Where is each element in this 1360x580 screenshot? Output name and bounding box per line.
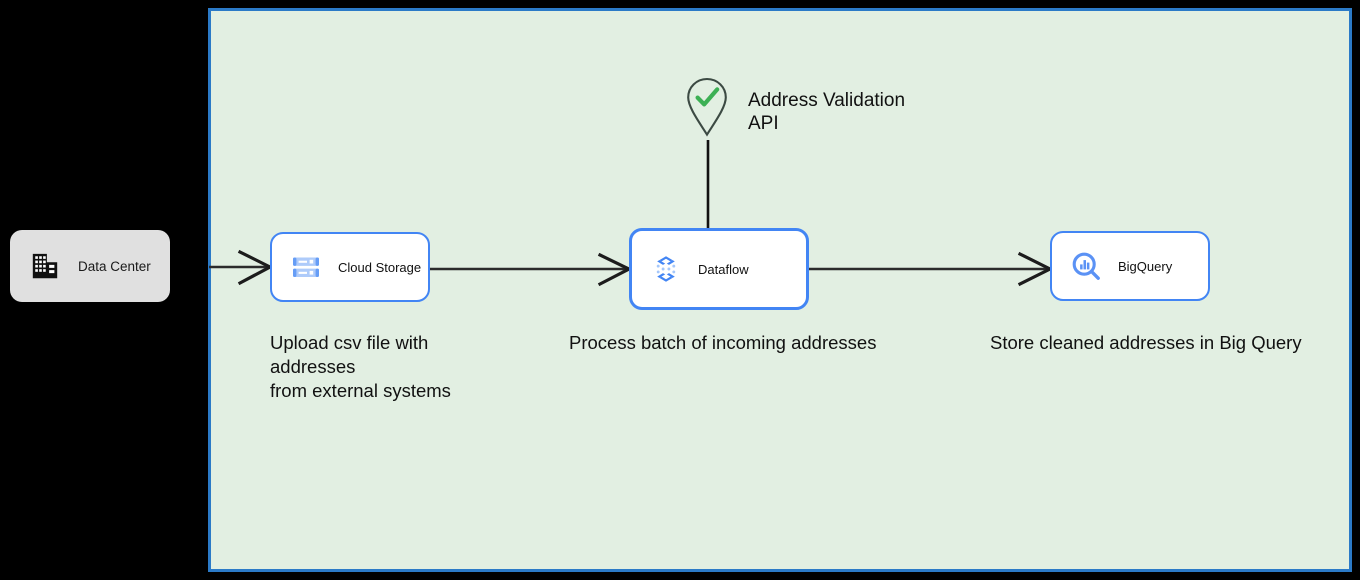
api-label-line1: Address Validation (748, 90, 906, 111)
caption-cloud-storage-line2: from external systems (270, 380, 451, 401)
map-pin-check-icon (687, 77, 727, 137)
node-data-center[interactable]: Data Center (10, 230, 170, 302)
caption-cloud-storage: Upload csv file with addresses from exte… (270, 331, 455, 403)
node-address-validation-api[interactable]: Address Validation API (684, 76, 905, 138)
bigquery-magnifier-icon (1072, 252, 1100, 280)
address-validation-api-label: Address Validation API (748, 89, 905, 135)
dataflow-icon (656, 256, 676, 282)
bigquery-label: BigQuery (1118, 258, 1173, 274)
cloud-storage-label: Cloud Storage (338, 259, 422, 275)
data-center-building-icon (32, 253, 58, 279)
node-dataflow[interactable]: Dataflow (629, 228, 809, 310)
caption-cloud-storage-line1: Upload csv file with addresses (270, 332, 429, 377)
api-label-line2: API (748, 113, 779, 134)
node-bigquery[interactable]: BigQuery (1050, 231, 1210, 301)
cloud-storage-icon (293, 257, 319, 277)
node-cloud-storage[interactable]: Cloud Storage (270, 232, 430, 302)
caption-dataflow: Process batch of incoming addresses (569, 332, 877, 353)
caption-bigquery: Store cleaned addresses in Big Query (990, 332, 1302, 353)
dataflow-label: Dataflow (698, 261, 749, 277)
data-center-label: Data Center (78, 258, 151, 274)
